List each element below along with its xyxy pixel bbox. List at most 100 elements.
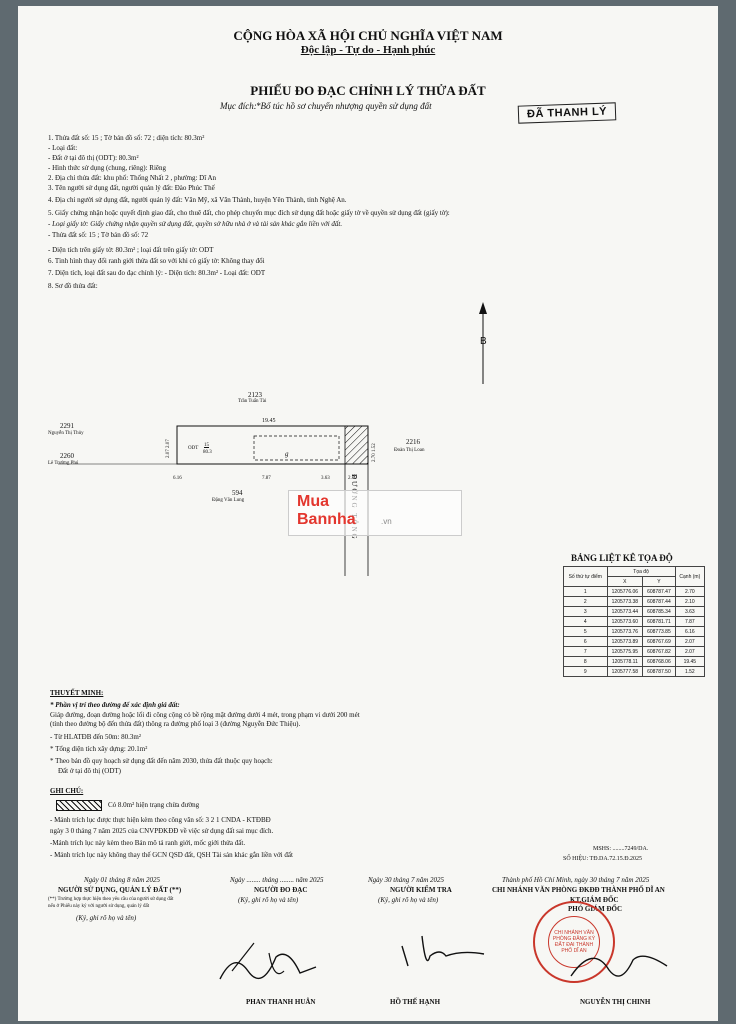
- neighbor-left1-name: Nguyễn Thị Thủy: [48, 431, 84, 436]
- neighbor-left2-name: Lê Trường Phú: [48, 461, 79, 466]
- republic-heading: CỘNG HÒA XÃ HỘI CHỦ NGHĨA VIỆT NAM: [233, 28, 503, 43]
- field-line: - Hình thức sử dụng (chung, riêng): Riên…: [48, 164, 167, 172]
- signer1-note: (**) Trường hợp thực hiện theo yêu cầu c…: [48, 897, 174, 902]
- field-line: - Thửa đất số: 15 ; Tờ bản đồ số: 72: [48, 231, 149, 239]
- signer4-sub1: KT.GIÁM ĐỐC: [570, 896, 619, 904]
- watermark: Mua Bannha .vn: [288, 490, 462, 536]
- coord-header-point: Số thứ tự điểm: [563, 566, 608, 587]
- signature-hanh: [401, 935, 485, 967]
- signer4-date: Thành phố Hồ Chí Minh, ngày 30 tháng 7 n…: [502, 876, 650, 884]
- signature-chinh: [570, 955, 668, 977]
- field-line: 6. Tình hình thay đổi ranh giới thửa đất…: [48, 257, 265, 265]
- note-line: * Tổng diện tích xây dựng: 20.1m²: [50, 745, 148, 753]
- remark-line: ngày 3 0 tháng 7 năm 2025 của CNVPĐKĐĐ v…: [50, 827, 274, 835]
- signer2-name: PHAN THANH HUÂN: [246, 998, 316, 1006]
- seal-text: CHI NHÁNH VĂN PHÒNG ĐĂNG KÝ ĐẤT ĐAI THÀN…: [548, 916, 600, 968]
- coord-header-x: X: [606, 576, 644, 587]
- neighbor-bottom-number: 594: [232, 489, 243, 497]
- bottom-edge-length: 3.63: [321, 476, 330, 481]
- signer2-sub: (Ký, ghi rõ họ và tên): [238, 896, 299, 904]
- purpose-label: Mục đích:: [220, 101, 257, 111]
- signer3-date: Ngày 30 tháng 7 năm 2025: [368, 876, 445, 884]
- field-line: 5. Giấy chứng nhận hoặc quyết định giao …: [48, 209, 450, 217]
- signer3-title: NGƯỜI KIỂM TRA: [390, 886, 452, 894]
- field-line: - Diện tích trên giấy tờ: 80.3m² ; loại …: [48, 246, 214, 254]
- field-line: 1. Thửa đất số: 15 ; Tờ bản đồ số: 72 ; …: [48, 134, 205, 142]
- signer3-sub: (Ký, ghi rõ họ và tên): [378, 896, 439, 904]
- note-line: * Theo bản đồ quy hoạch sử dụng đất đến …: [50, 757, 273, 765]
- field-line: 4. Địa chỉ người sử dụng đất, người quản…: [48, 196, 347, 204]
- watermark-line1: Mua: [297, 493, 329, 510]
- parcel-number: 15: [204, 443, 209, 448]
- parcel-land-type: ODT: [188, 446, 199, 451]
- field-line: 7. Diện tích, loại đất sau đo đạc chỉnh …: [48, 269, 266, 277]
- note-line: Giáp đường, đoạn đường hoặc lối đi công …: [50, 711, 360, 719]
- hatch-legend: [56, 800, 102, 811]
- bottom-edge-length: 6.16: [173, 476, 182, 481]
- serial-number: SỐ HIỆU: TĐ.DA.72.15.Đ.2025: [563, 856, 643, 862]
- note-line: (tính theo đường bộ đến thửa đất) thông …: [50, 720, 301, 728]
- document-page: CỘNG HÒA XÃ HỘI CHỦ NGHĨA VIỆT NAM Độc l…: [18, 6, 718, 1021]
- neighbor-right-number: 2216: [406, 438, 420, 446]
- top-edge-length: 19.45: [262, 418, 276, 424]
- coord-header-edge: Cạnh (m): [674, 566, 706, 587]
- north-arrow: [479, 302, 487, 384]
- road-corridor-hatch: [344, 425, 369, 465]
- neighbor-top-number: 2123: [248, 391, 262, 399]
- field-line: - Đất ở tại đô thị (ODT): 80.3m²: [48, 154, 139, 162]
- official-red-seal: CHI NHÁNH VĂN PHÒNG ĐĂNG KÝ ĐẤT ĐAI THÀN…: [533, 901, 615, 983]
- neighbor-right-name: Đoàn Thị Loan: [394, 448, 425, 453]
- signer4-title: CHI NHÁNH VĂN PHÒNG ĐKĐĐ THÀNH PHỐ DĨ AN: [492, 886, 665, 894]
- neighbor-left1-number: 2291: [60, 422, 74, 430]
- remarks-title: GHI CHÚ:: [50, 787, 84, 795]
- coord-table-title: BẢNG LIỆT KÊ TỌA ĐỘ: [571, 553, 673, 563]
- parcel-diagram: [58, 302, 487, 576]
- neighbor-bottom-name: Đặng Văn Lung: [212, 498, 245, 503]
- field-line: - Loại đất:: [48, 144, 78, 152]
- field-line: 3. Tên người sử dụng đất, người quản lý …: [48, 184, 215, 192]
- field-line: 2. Địa chỉ thửa đất: khu phố: Thống Nhất…: [48, 174, 217, 182]
- coord-header-y: Y: [642, 576, 676, 587]
- north-label: B: [480, 336, 487, 347]
- notes-title: THUYẾT MINH:: [50, 689, 104, 697]
- signer2-title: NGƯỜI ĐO ĐẠC: [254, 886, 308, 894]
- signer4-name: NGUYỄN THỊ CHINH: [580, 998, 651, 1006]
- bottom-edge-length: 7.87: [262, 476, 271, 481]
- remark-line: Có 8.0m² hiện trạng chừa đường: [108, 801, 200, 809]
- coord-header-coord: Tọa độ: [606, 566, 676, 577]
- watermark-line3: .vn: [381, 517, 392, 526]
- parcel-area: 80.3: [203, 450, 212, 455]
- neighbor-top-name: Trần Tuấn Tài: [238, 399, 267, 404]
- right-edge-length: 2.70 1.52: [372, 443, 377, 462]
- signer3-name: HỒ THẾ HẠNH: [390, 998, 441, 1006]
- note-line: - Từ HLATĐB đến 50m: 80.3m²: [50, 733, 141, 741]
- remark-line: -Mảnh trích lục này kèm theo Bản mô tả r…: [50, 839, 246, 847]
- remark-line: - Mảnh trích lục được thực hiện kèm theo…: [50, 816, 271, 824]
- field-line: - Loại giấy tờ: Giấy chứng nhận quyền sử…: [48, 220, 343, 228]
- signature-huan: [219, 942, 317, 980]
- neighbor-left2-number: 2260: [60, 452, 74, 460]
- liquidated-stamp: ĐÃ THANH LÝ: [517, 102, 617, 124]
- signer1-date: Ngày 01 tháng 8 năm 2025: [84, 876, 161, 884]
- bottom-edge-length: 2.70: [348, 476, 357, 481]
- document-title: PHIẾU ĐO ĐẠC CHỈNH LÝ THỬA ĐẤT: [250, 83, 486, 98]
- note-line: * Phần vị trí theo đường để xác định giá…: [50, 701, 180, 709]
- signer1-title: NGƯỜI SỬ DỤNG, QUẢN LÝ ĐẤT (**): [58, 886, 182, 894]
- left-edge-length: 2.07 2.07: [166, 439, 171, 458]
- record-number: MSHS: ........7249/DA.: [593, 846, 649, 852]
- signer1-note: nếu ở Phiếu này ký với người sử dụng, qu…: [48, 904, 150, 909]
- remark-line: - Mảnh trích lục này không thay thế GCN …: [50, 851, 293, 859]
- signer1-sub: (Ký, ghi rõ họ và tên): [76, 914, 137, 922]
- field-line: 8. Sơ đồ thửa đất:: [48, 282, 98, 290]
- house-label: g: [285, 450, 289, 458]
